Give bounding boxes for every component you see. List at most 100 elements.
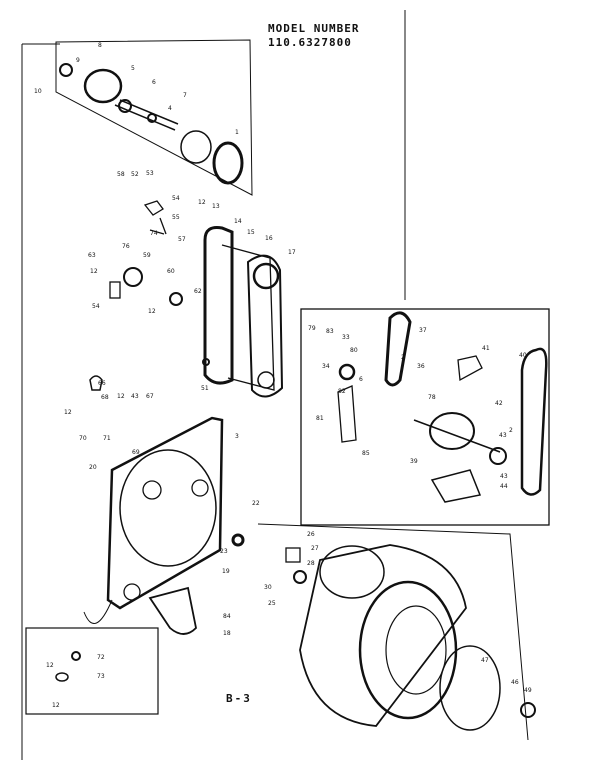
part-label: 43 (500, 473, 508, 480)
part-label: 12 (52, 702, 60, 709)
part-label: 1 (235, 129, 239, 136)
part-label: 30 (264, 584, 272, 591)
part-label: 37 (419, 327, 427, 334)
part-label: 46 (511, 679, 519, 686)
part-label: 6 (152, 79, 156, 86)
motor-inset-box (300, 308, 550, 526)
part-label: 76 (122, 243, 130, 250)
part-label: 72 (97, 654, 105, 661)
part-label: 69 (132, 449, 140, 456)
switch-part (123, 267, 143, 287)
drum-opening (385, 605, 447, 695)
bulkhead-opening (119, 449, 217, 567)
bearing-part (59, 63, 73, 77)
part-label: 43 (131, 393, 139, 400)
part-label: 62 (194, 288, 202, 295)
frame-line (21, 10, 406, 760)
pulley-part (252, 262, 280, 290)
washer-part (118, 99, 132, 113)
page-reference: B-3 (226, 692, 252, 705)
blower-wheel (212, 141, 244, 185)
part-label: 80 (350, 347, 358, 354)
part-label: 16 (265, 235, 273, 242)
drum-bearing (520, 702, 536, 718)
part-label: 57 (178, 236, 186, 243)
part-label: 43 (499, 432, 507, 439)
part-label: 5 (131, 65, 135, 72)
part-label: 3 (235, 433, 239, 440)
part-label: 14 (234, 218, 242, 225)
drive-belt (246, 254, 284, 398)
part-label: 23 (220, 548, 228, 555)
drum-inset-box (257, 523, 529, 741)
part-label: 81 (316, 415, 324, 422)
part-label: 44 (500, 483, 508, 490)
part-label: 79 (308, 325, 316, 332)
part-label: 58 (117, 171, 125, 178)
part-label: 12 (46, 662, 54, 669)
belt-housing (203, 226, 234, 385)
part-label: 67 (146, 393, 154, 400)
part-label: 73 (97, 673, 105, 680)
part-label: 4 (168, 105, 172, 112)
part-label: 12 (90, 268, 98, 275)
part-label: 53 (146, 170, 154, 177)
part-label: 12 (64, 409, 72, 416)
lint-duct (148, 586, 197, 635)
part-label: 54 (92, 303, 100, 310)
part-label: 78 (428, 394, 436, 401)
drive-motor (429, 412, 475, 450)
part-label: 51 (201, 385, 209, 392)
part-label: 84 (223, 613, 231, 620)
part-label: 74 (150, 230, 158, 237)
part-label: 33 (342, 334, 350, 341)
part-label: 2 (401, 354, 405, 361)
motor-mount (430, 469, 482, 503)
drum-bracket (285, 547, 301, 563)
part-label: 83 (326, 328, 334, 335)
part-label: 36 (417, 363, 425, 370)
part-label: 34 (322, 363, 330, 370)
part-label: 25 (268, 600, 276, 607)
part-label: 70 (79, 435, 87, 442)
dryer-drum-front (358, 580, 458, 720)
idler-pulley (338, 363, 356, 381)
bulkhead-hole (191, 479, 209, 497)
part-label: 28 (307, 560, 315, 567)
dryer-drum-body (299, 544, 467, 727)
part-label: 27 (311, 545, 319, 552)
cord-inset-box (25, 627, 159, 715)
part-label: 85 (362, 450, 370, 457)
part-label: 13 (212, 203, 220, 210)
part-label: 49 (524, 687, 532, 694)
clip-part (109, 281, 121, 299)
top-group-box (55, 39, 253, 196)
part-label: 40 (519, 352, 527, 359)
switch-part (169, 292, 183, 306)
part-label: 20 (89, 464, 97, 471)
part-label: 66 (98, 380, 106, 387)
power-cord (83, 599, 113, 624)
part-label: 7 (183, 92, 187, 99)
part-label: 82 (338, 388, 346, 395)
cord-ring (55, 672, 69, 682)
part-label: 17 (288, 249, 296, 256)
dryer-drum-rear (319, 545, 385, 599)
part-label: 15 (247, 229, 255, 236)
part-label: 12 (117, 393, 125, 400)
pulley-disc (180, 130, 212, 164)
part-label: 63 (88, 252, 96, 259)
part-label: 41 (482, 345, 490, 352)
grommet-part (202, 358, 210, 366)
part-label: 19 (222, 568, 230, 575)
bulkhead-hole (142, 480, 162, 500)
part-label: 42 (495, 400, 503, 407)
roller-part (231, 533, 245, 547)
idler-bracket (337, 385, 357, 443)
part-label: 26 (307, 531, 315, 538)
part-label: 2 (509, 427, 513, 434)
part-label: 9 (76, 57, 80, 64)
front-bulkhead (106, 416, 224, 610)
